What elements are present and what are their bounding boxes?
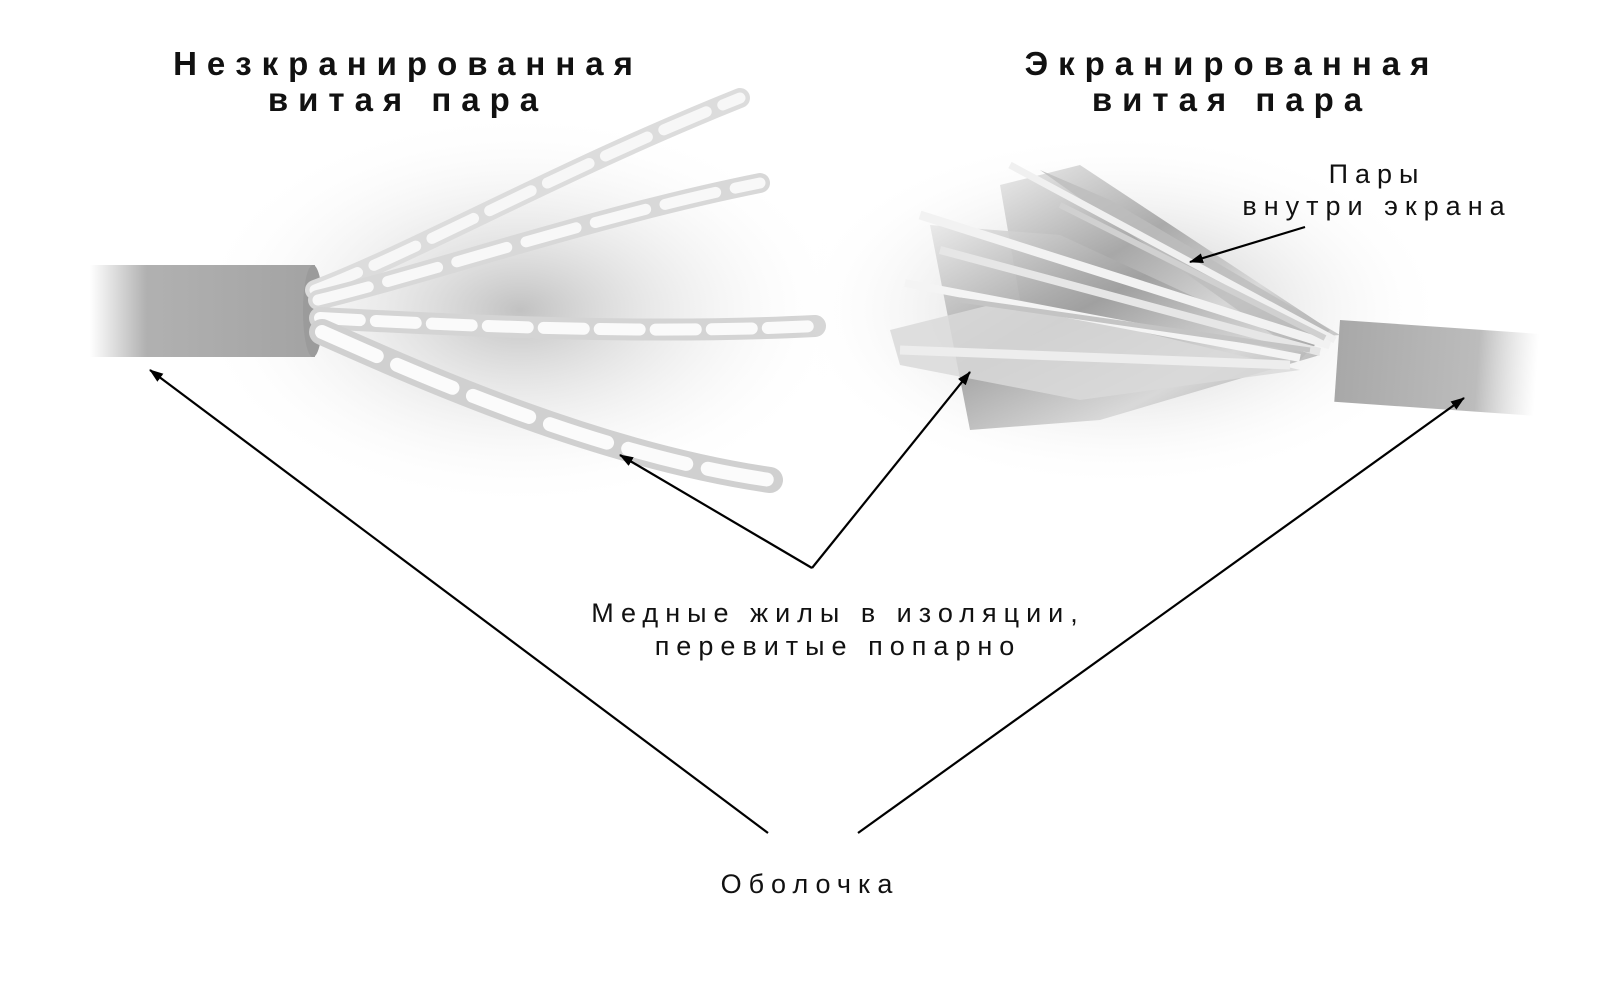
unshielded-title-line1: Незкранированная xyxy=(173,45,643,82)
copper-label-line1: Медные жилы в изоляции, xyxy=(591,598,1085,628)
copper-label-line2: перевитые попарно xyxy=(655,631,1022,661)
unshielded-cable-icon xyxy=(90,98,850,510)
pairs-label-line1: Пары xyxy=(1329,159,1426,189)
jacket-label: Оболочка xyxy=(721,869,900,899)
shielded-title-line1: Экранированная xyxy=(1025,45,1440,82)
pairs-label-line2: внутри экрана xyxy=(1242,191,1511,221)
unshielded-title-line2: витая пара xyxy=(268,81,548,118)
shielded-cable-icon xyxy=(790,130,1540,490)
shielded-title-line2: витая пара xyxy=(1092,81,1372,118)
